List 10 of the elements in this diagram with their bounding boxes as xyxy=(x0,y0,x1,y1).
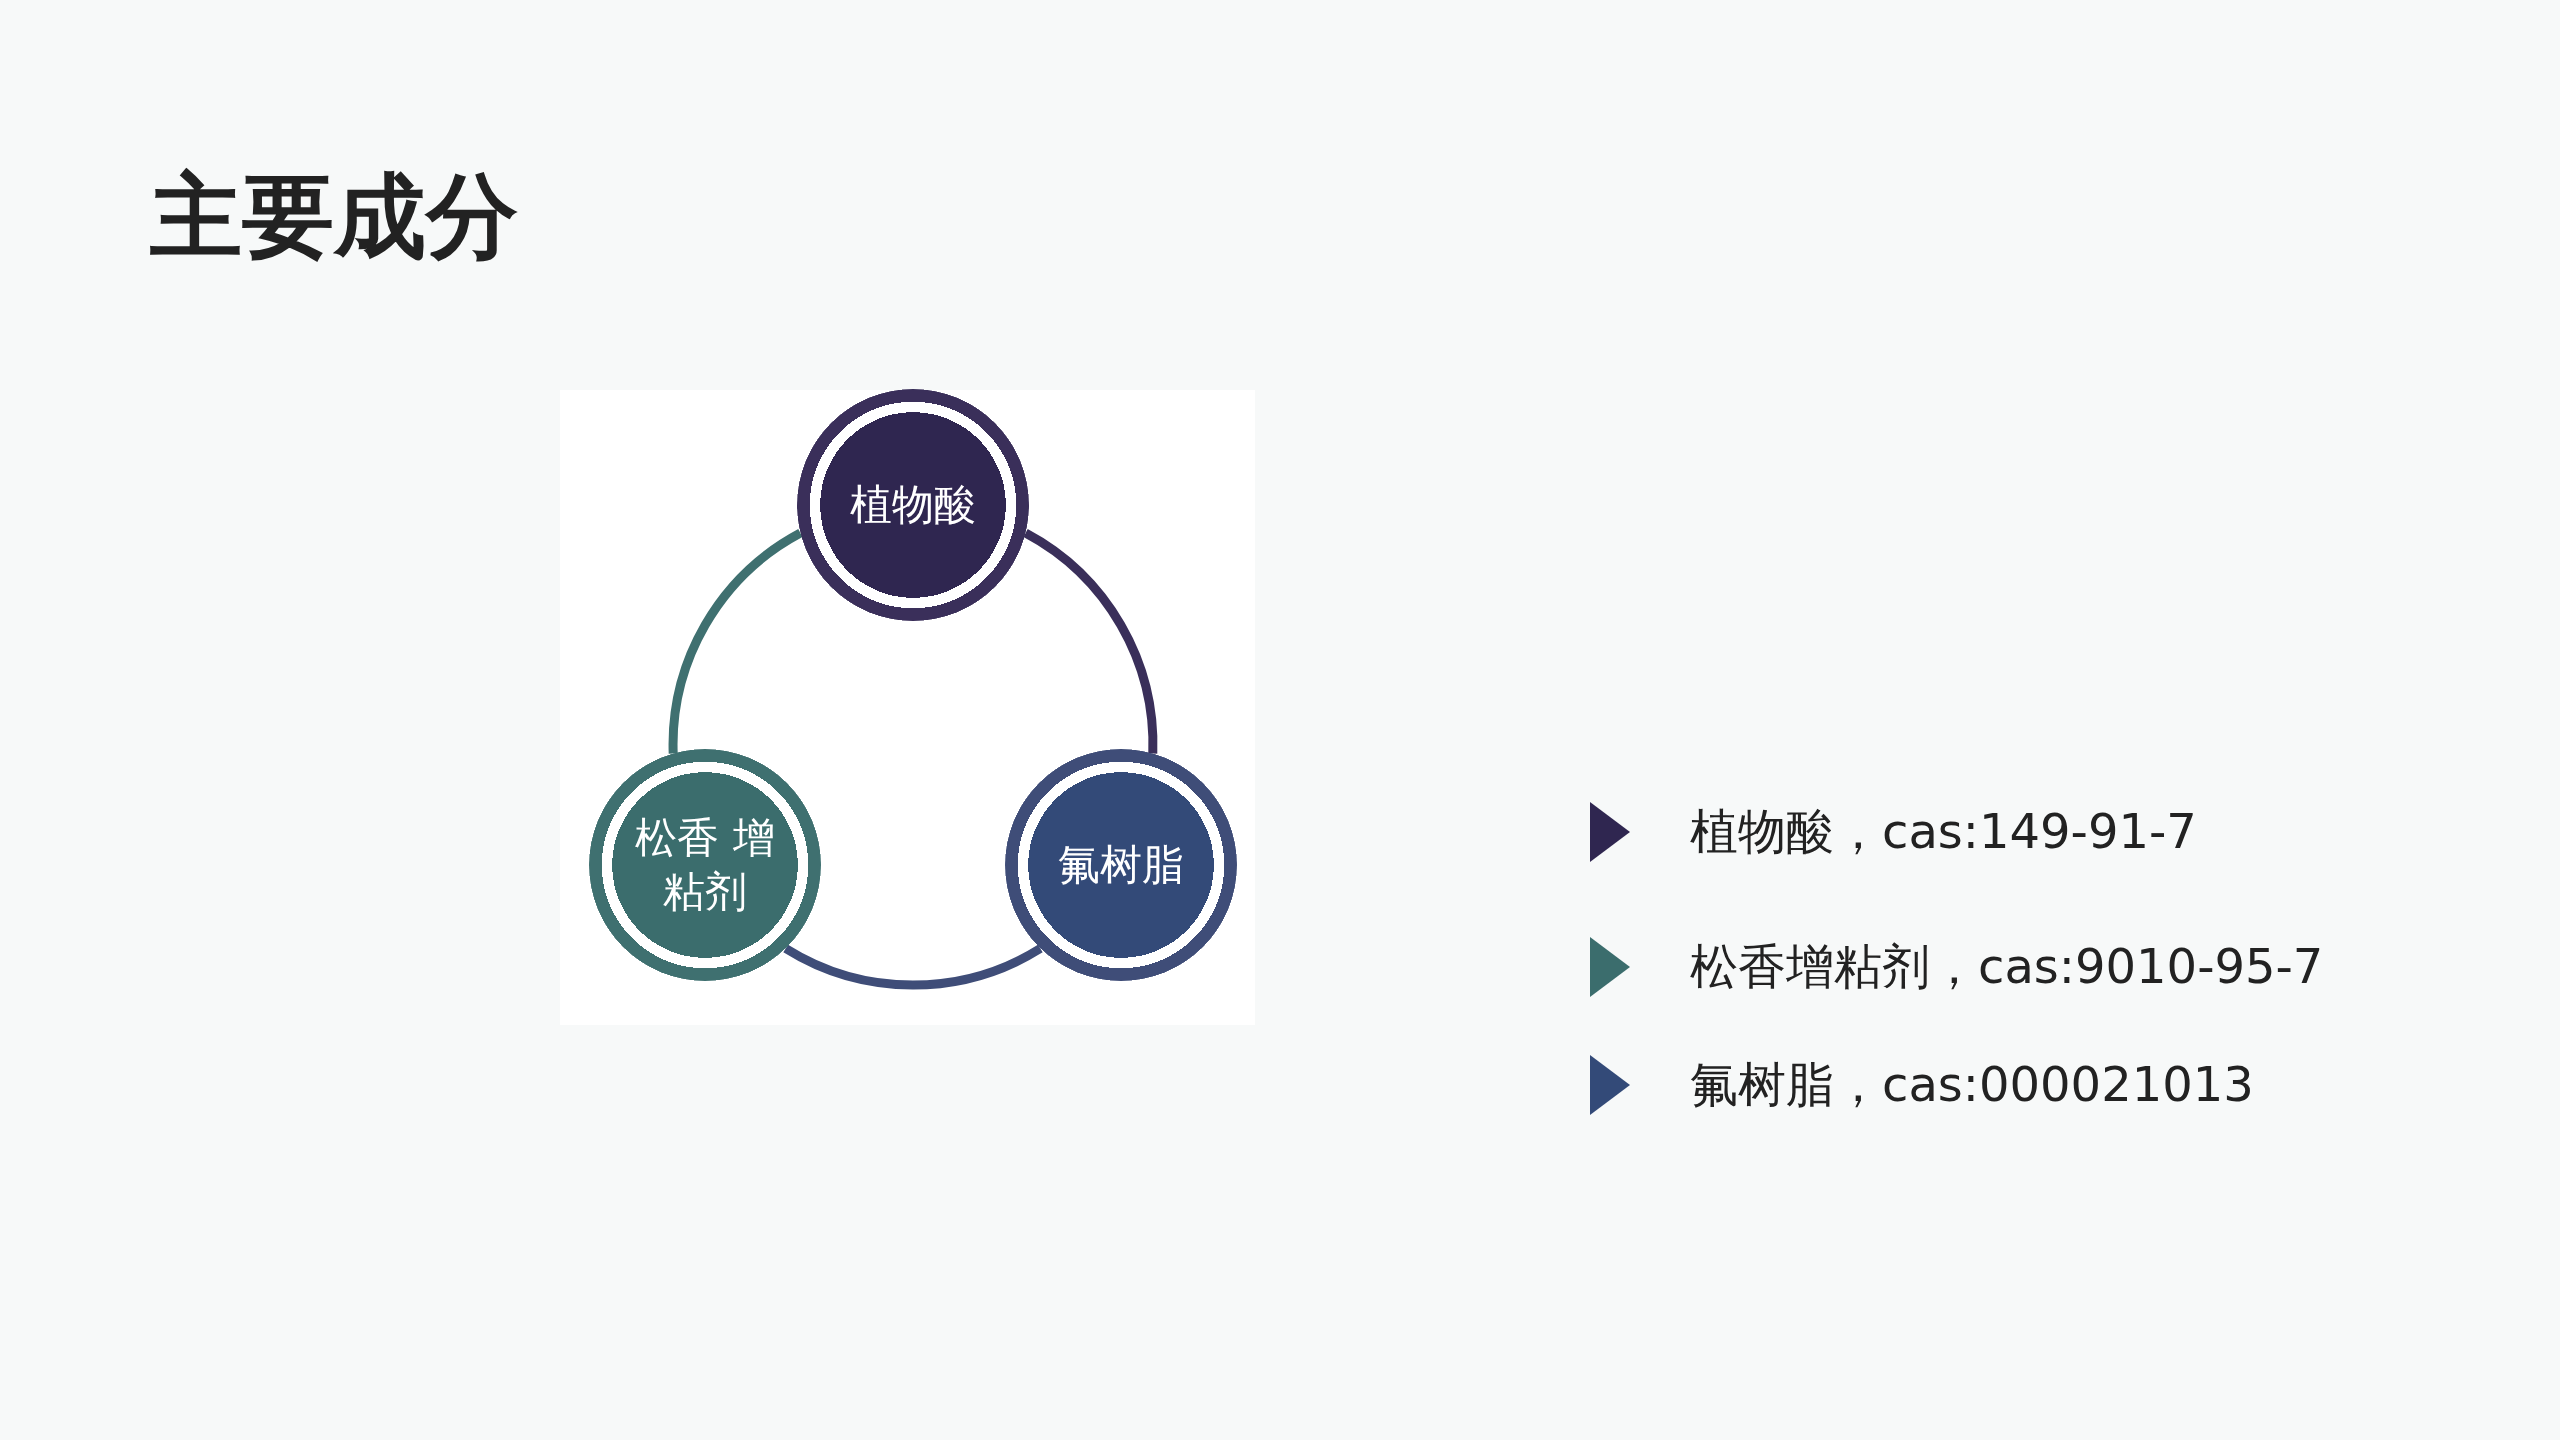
component-text: 植物酸，cas:149-91-7 xyxy=(1690,802,2197,861)
component-text: 氟树脂，cas:000021013 xyxy=(1690,1055,2254,1114)
ring-arc xyxy=(668,529,803,754)
node-label: 植物酸 xyxy=(849,479,977,531)
node-label: 松香 增粘剂 xyxy=(634,812,776,918)
ring-arc xyxy=(1023,529,1158,754)
ring-arc xyxy=(783,944,1043,990)
node-label: 氟树脂 xyxy=(1056,839,1185,891)
component-text: 松香增粘剂，cas:9010-95-7 xyxy=(1690,937,2324,996)
title: 主要成分 xyxy=(150,162,518,272)
